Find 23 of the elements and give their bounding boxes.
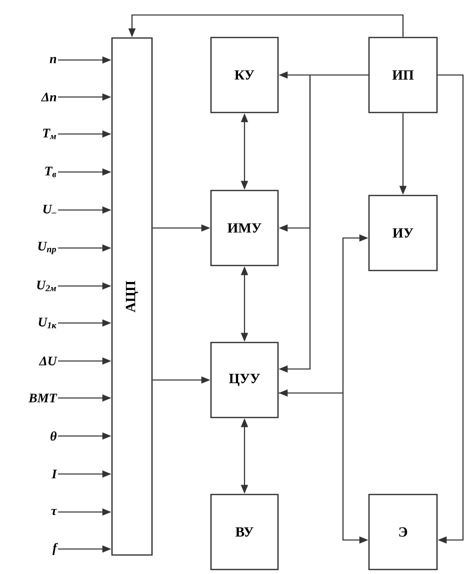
input-label: U$_{–}$ [43, 204, 56, 214]
input-label: U$_{1к}$ [38, 318, 56, 328]
input-label: ВМТ [28, 394, 58, 402]
input-label: U$_{пр}$ [38, 242, 56, 254]
input-label: n [50, 56, 56, 64]
converter-box: АЦП [111, 37, 153, 556]
input-label: U$_{2м}$ [37, 280, 56, 292]
block-box: ИМУ [210, 190, 279, 266]
input-label: f [52, 543, 58, 555]
input-label: ΔU [38, 356, 58, 366]
block-box: КУ [210, 36, 279, 114]
block-box: ВУ [210, 494, 279, 570]
block-box: ИУ [368, 194, 438, 272]
input-label: θ [50, 431, 57, 441]
input-label: I [52, 470, 58, 478]
block-box: ИП [368, 36, 438, 114]
input-label: Δn [40, 92, 56, 102]
input-label: T$_{м}$ [43, 128, 56, 140]
arrow [438, 74, 464, 544]
block-box: Э [368, 494, 438, 570]
input-label: τ [51, 508, 58, 516]
input-label: T$_{в}$ [45, 166, 56, 178]
block-box: ЦУУ [210, 342, 279, 418]
